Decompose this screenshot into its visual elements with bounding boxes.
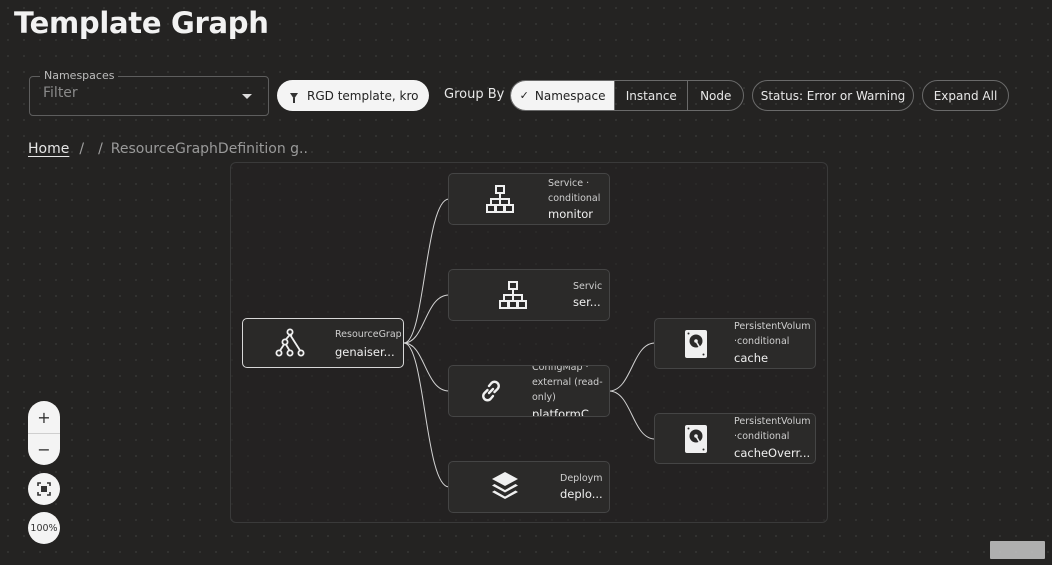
chevron-down-icon[interactable] (242, 94, 252, 99)
check-icon: ✓ (519, 89, 529, 102)
node-name: cache (734, 351, 769, 365)
node-kind: PersistentVolum ·conditional (734, 416, 811, 442)
namespaces-select[interactable]: Namespaces (29, 69, 269, 116)
zoom-level-button[interactable]: 100% (28, 512, 60, 544)
zoom-controls: + − (28, 401, 60, 465)
breadcrumb-separator: / (79, 141, 85, 157)
node-name: monitor (548, 207, 593, 221)
network-icon (449, 270, 577, 320)
graph-node-pvc-cache-override[interactable]: PersistentVolum ·conditional cacheOverr.… (654, 413, 816, 464)
fit-view-icon (37, 482, 51, 496)
graph-node-deployment[interactable]: Deploym deplo... (448, 461, 610, 513)
node-name: cacheOverr... (734, 446, 811, 460)
group-by-namespace-button[interactable]: ✓ Namespace (511, 81, 616, 110)
breadcrumb-current: ResourceGraphDefinition g.. (110, 141, 308, 157)
link-icon (449, 366, 533, 416)
node-kind: ConfigMap · external (read-only) (532, 365, 603, 403)
group-by-toggle: ✓ Namespace Instance Node (510, 80, 744, 111)
zoom-out-button[interactable]: − (28, 433, 60, 465)
node-kind: PersistentVolum ·conditional (734, 321, 811, 347)
filter-chip[interactable]: RGD template, kro (277, 80, 429, 111)
node-name: ser... (573, 295, 601, 309)
node-kind: Service · conditional (548, 178, 601, 204)
page-title: Template Graph (14, 6, 269, 40)
graph-node-root[interactable]: ResourceGrap genaiser... (242, 318, 404, 368)
hard-drive-icon (655, 319, 736, 368)
graph-node-configmap[interactable]: ConfigMap · external (read-only) platfor… (448, 365, 610, 417)
node-name: platformC... (532, 407, 600, 417)
breadcrumb-separator: / (98, 141, 103, 157)
group-by-instance-button[interactable]: Instance (615, 81, 689, 110)
zoom-in-button[interactable]: + (37, 407, 51, 427)
hierarchy-icon (243, 319, 337, 367)
minimap[interactable] (990, 541, 1045, 559)
network-icon (449, 174, 551, 224)
filter-chip-label: RGD template, kro (307, 88, 419, 103)
graph-node-service-monitor[interactable]: Service · conditional monitor (448, 173, 610, 225)
breadcrumb-home-link[interactable]: Home (28, 141, 70, 157)
status-filter-button[interactable]: Status: Error or Warning (752, 80, 914, 111)
node-name: deplo... (560, 487, 603, 501)
hard-drive-icon (655, 414, 736, 463)
graph-node-pvc-cache[interactable]: PersistentVolum ·conditional cache (654, 318, 816, 369)
namespaces-label: Namespaces (40, 69, 119, 82)
node-kind: Servic (573, 281, 603, 292)
group-by-label: Group By (444, 87, 505, 102)
group-by-node-button[interactable]: Node (700, 88, 732, 103)
node-kind: Deploym (560, 473, 603, 484)
breadcrumb: Home / / ResourceGraphDefinition g.. (28, 141, 308, 157)
layers-icon (449, 462, 561, 512)
fit-view-button[interactable] (28, 473, 60, 505)
expand-all-button[interactable]: Expand All (922, 80, 1009, 111)
node-name: genaiser... (335, 345, 395, 359)
node-kind: ResourceGrap (335, 329, 401, 340)
graph-node-service[interactable]: Servic ser... (448, 269, 610, 321)
filter-icon (290, 92, 298, 103)
namespaces-filter-input[interactable] (43, 85, 233, 101)
